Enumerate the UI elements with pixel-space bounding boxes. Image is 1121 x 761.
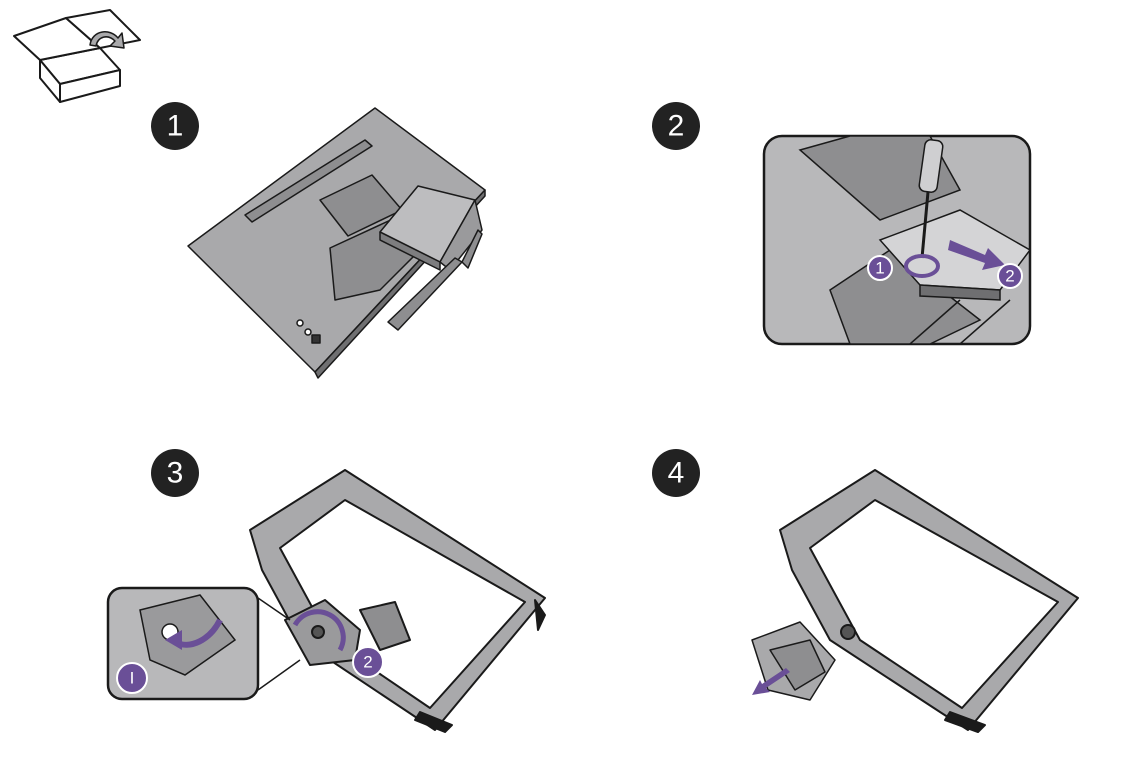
direction-arrow-icon: [948, 240, 1005, 270]
step-2-callout-2: 2: [997, 263, 1023, 289]
step-3-callout-1: I: [116, 662, 148, 694]
step-3-callout-2: 2: [352, 646, 384, 678]
detail-frame-step-3: I: [106, 586, 301, 701]
svg-text:4: 4: [668, 457, 685, 490]
svg-text:2: 2: [668, 110, 685, 143]
svg-text:2: 2: [1005, 267, 1014, 286]
step-1-badge: 1: [151, 102, 199, 150]
direction-arrow-icon: [752, 668, 790, 695]
stand-base-illustration: [249, 469, 546, 733]
rotate-arrow-icon: [904, 254, 940, 278]
svg-text:2: 2: [363, 653, 372, 672]
step-4: 4: [652, 449, 1079, 733]
step-2-callout-1: 1: [867, 255, 893, 281]
step-2-badge: 2: [652, 102, 700, 150]
svg-text:1: 1: [875, 259, 884, 278]
step-3-badge: 3: [151, 449, 199, 497]
svg-text:1: 1: [167, 110, 184, 143]
step-4-badge: 4: [652, 449, 700, 497]
detail-frame-step-2: 1 2: [762, 134, 1032, 346]
step-3: 3 2: [106, 449, 546, 733]
step-1: 1: [151, 102, 486, 379]
monitor-back-illustration: [187, 107, 486, 379]
svg-text:I: I: [130, 669, 135, 688]
stand-base-illustration-4: [779, 469, 1079, 733]
step-2: 2 1: [652, 102, 1032, 346]
screwdriver-icon: [918, 139, 944, 259]
repack-box-icon: [13, 9, 141, 103]
svg-text:3: 3: [167, 457, 184, 490]
